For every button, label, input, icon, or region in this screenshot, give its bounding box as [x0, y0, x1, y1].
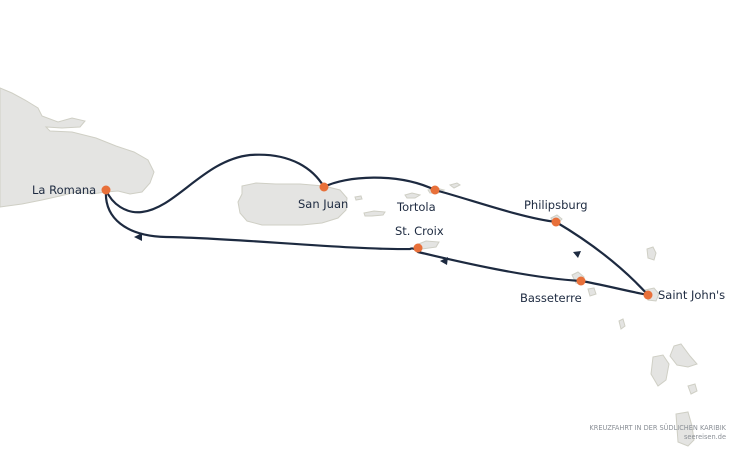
port-label-st-croix: St. Croix — [395, 224, 444, 238]
guadeloupe-island — [650, 343, 698, 387]
arrow-basseterre-st-croix — [440, 257, 448, 265]
land-masses — [0, 87, 698, 447]
port-marker-la-romana — [101, 185, 111, 195]
credit-site: seereisen.de — [683, 433, 726, 441]
port-markers — [101, 182, 653, 300]
port-marker-philipsburg — [551, 217, 561, 227]
cruise-route-line — [104, 153, 650, 297]
puerto-rico-island — [237, 182, 348, 226]
anegada-island — [448, 182, 461, 189]
port-marker-tortola — [430, 185, 440, 195]
port-label-la-romana: La Romana — [32, 183, 96, 197]
arrow-st-croix-la-romana — [134, 233, 142, 241]
nevis-island — [587, 287, 597, 297]
marie-galante-island — [687, 383, 698, 395]
vieques-island — [363, 210, 386, 217]
dominica-island — [675, 411, 695, 447]
port-marker-st-croix — [413, 243, 423, 253]
port-label-philipsburg: Philipsburg — [524, 198, 588, 212]
credit-title: KREUZFAHRT IN DER SÜDLICHEN KARIBIK — [589, 424, 726, 432]
port-marker-basseterre — [576, 276, 586, 286]
montserrat-island — [618, 318, 626, 330]
map-credit: KREUZFAHRT IN DER SÜDLICHEN KARIBIK seer… — [589, 424, 726, 442]
port-label-saint-johns: Saint John's — [658, 288, 725, 302]
hispaniola-island — [0, 87, 155, 208]
st-thomas-island — [404, 192, 422, 199]
barbuda-island — [646, 246, 657, 261]
port-label-basseterre: Basseterre — [520, 291, 582, 305]
port-label-san-juan: San Juan — [298, 197, 348, 211]
culebra-island — [354, 195, 363, 201]
port-label-tortola: Tortola — [396, 200, 436, 214]
port-labels: La Romana San Juan Tortola Philipsburg S… — [32, 183, 725, 305]
route-direction-arrows — [134, 233, 581, 265]
port-marker-saint-johns — [643, 290, 653, 300]
port-marker-san-juan — [319, 182, 329, 192]
arrow-philipsburg-saint-johns — [573, 251, 581, 258]
